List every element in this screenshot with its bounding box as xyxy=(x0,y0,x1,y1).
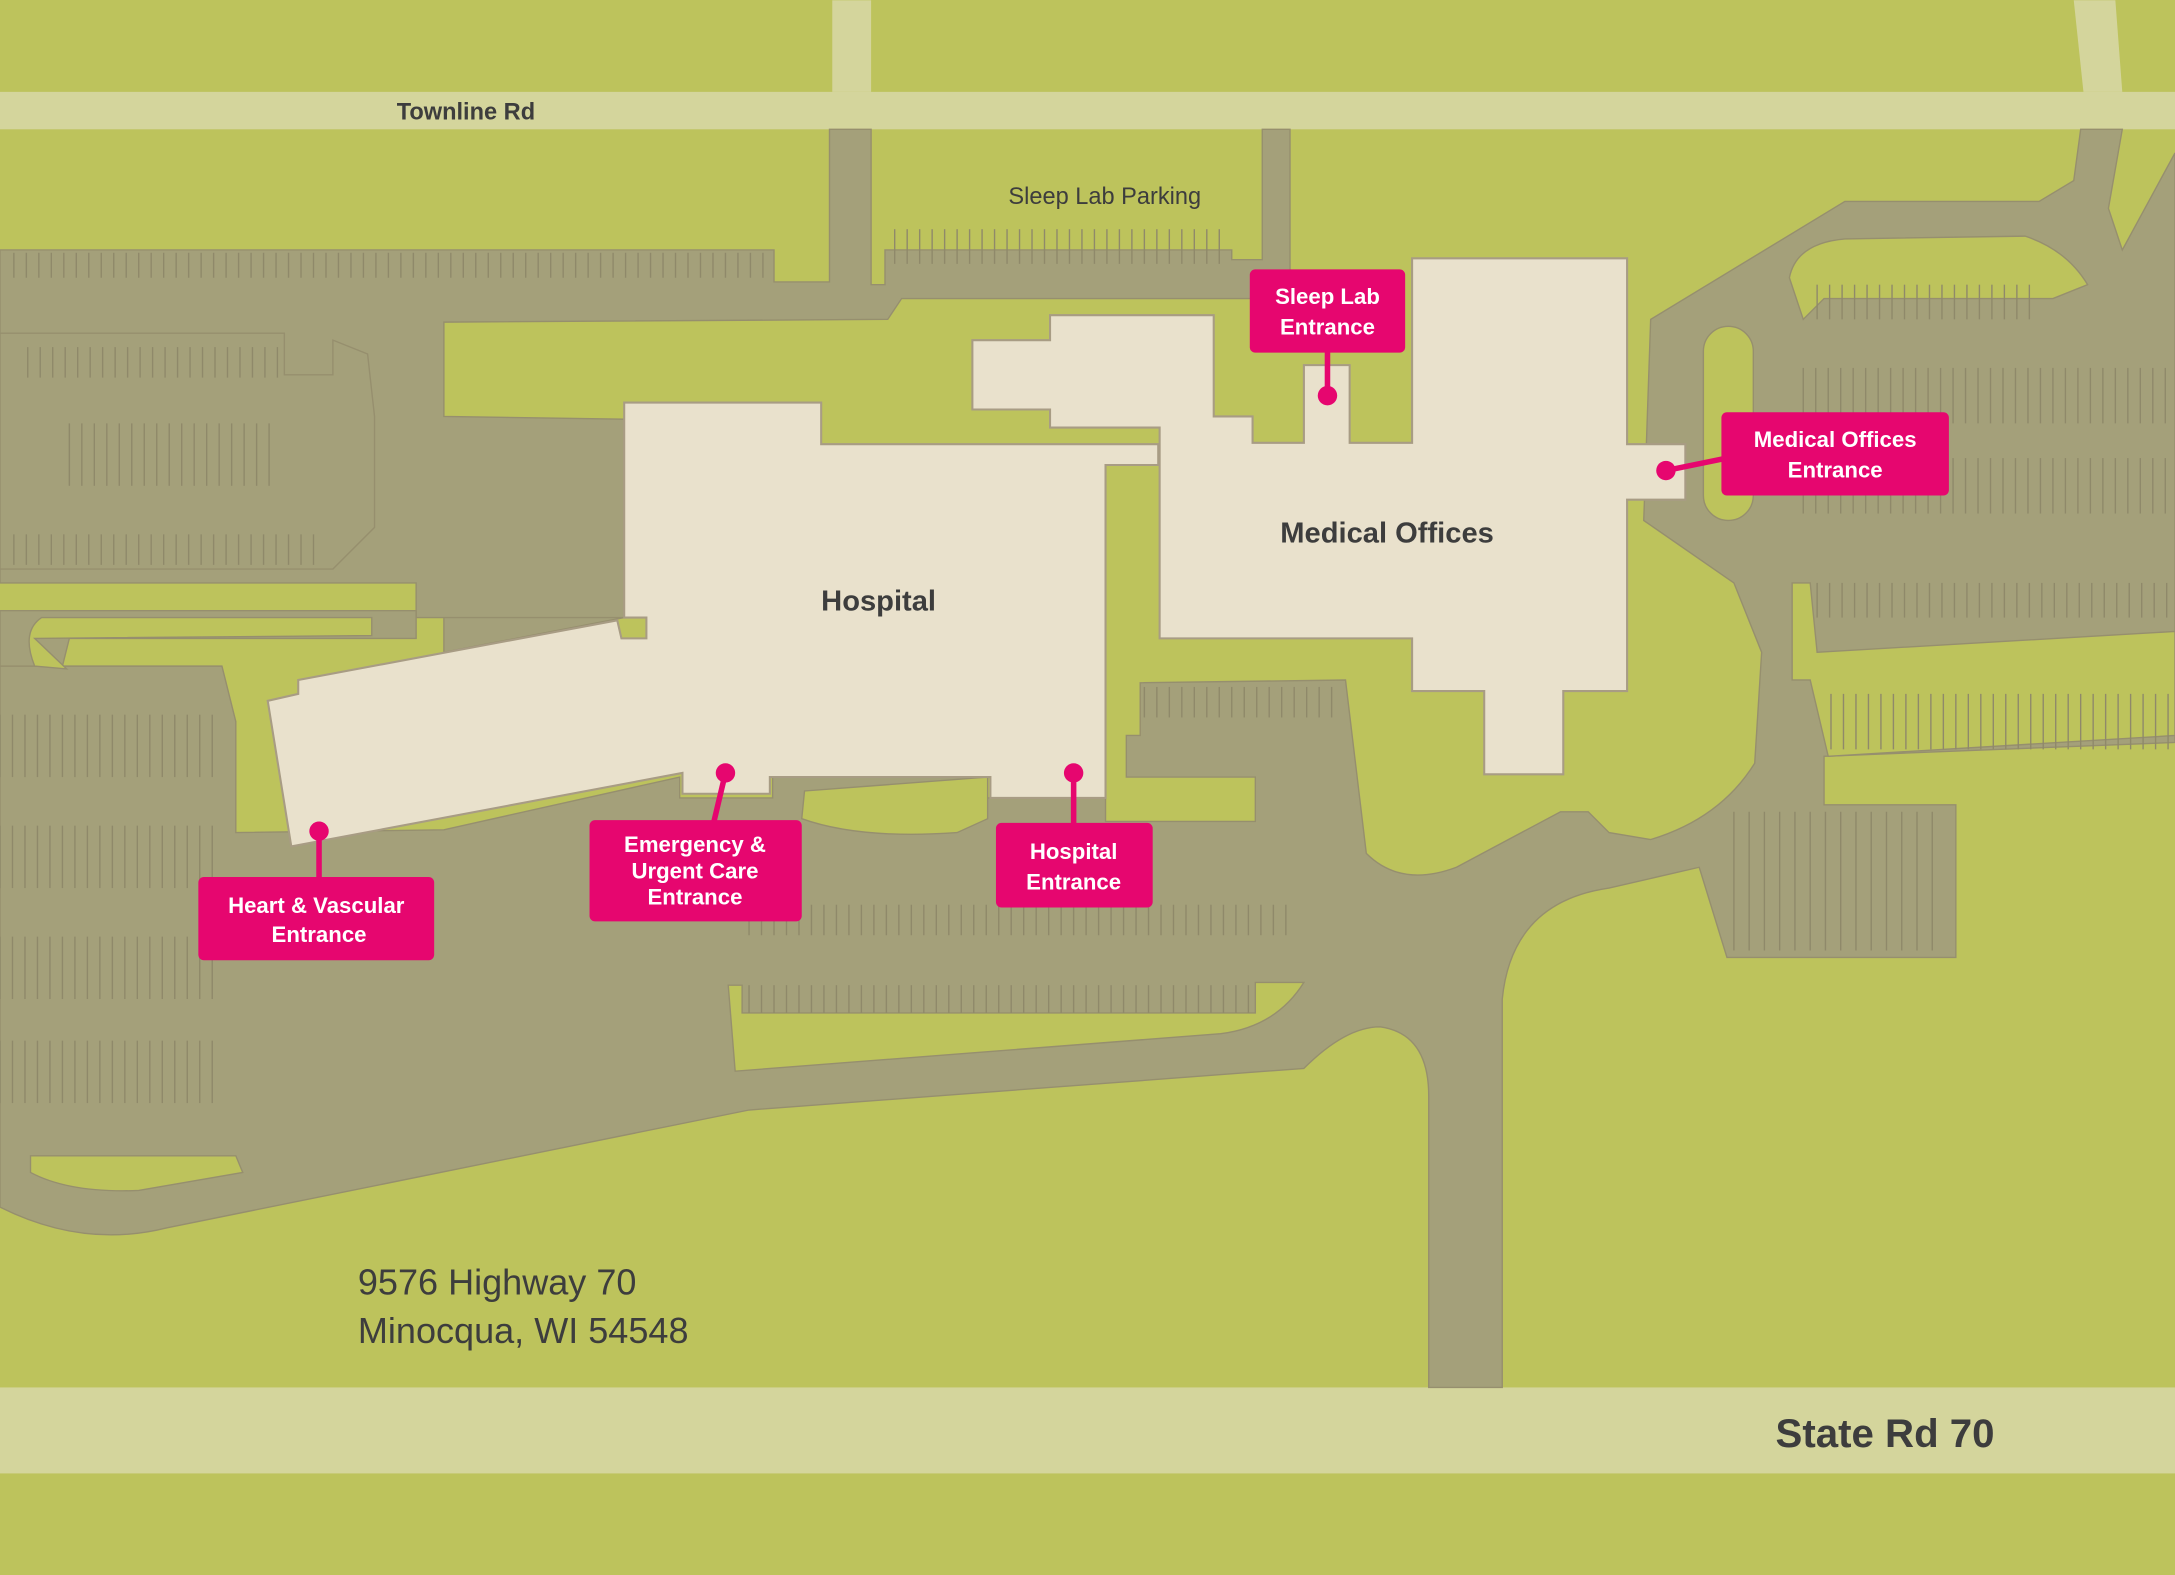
state-road-70 xyxy=(0,1387,2175,1474)
entrance-label: Entrance xyxy=(272,922,367,947)
address-line-1: 9576 Highway 70 xyxy=(358,1261,637,1302)
entrance-label: Entrance xyxy=(1788,457,1883,482)
medical-offices-label: Medical Offices xyxy=(1280,518,1494,550)
entrance-medical-offices[interactable]: Medical Offices Entrance xyxy=(1656,412,1949,496)
townline-road-label: Townline Rd xyxy=(397,99,535,125)
townline-road xyxy=(0,91,2175,130)
parking-areas xyxy=(0,128,2175,1389)
entrance-sleep-lab[interactable]: Sleep Lab Entrance xyxy=(1249,269,1406,406)
entrance-label: Emergency & xyxy=(624,832,766,857)
entrance-label: Medical Offices xyxy=(1754,427,1917,452)
entrance-label: Hospital xyxy=(1030,839,1118,864)
medical-offices-building xyxy=(971,257,1687,776)
parking-stalls xyxy=(0,229,2169,1104)
address-line-2: Minocqua, WI 54548 xyxy=(358,1310,689,1351)
entrance-label: Entrance xyxy=(647,885,742,910)
hospital-label: Hospital xyxy=(821,586,936,618)
entrance-emergency[interactable]: Emergency & Urgent Care Entrance xyxy=(589,763,802,922)
grass-islands xyxy=(28,235,2175,1192)
entrance-label: Entrance xyxy=(1280,315,1375,340)
entrance-label: Entrance xyxy=(1026,869,1121,894)
entrance-heart-vascular[interactable]: Heart & Vascular Entrance xyxy=(198,821,435,961)
state-road-label: State Rd 70 xyxy=(1776,1411,1995,1456)
entrance-label: Sleep Lab xyxy=(1275,284,1380,309)
entrance-label: Heart & Vascular xyxy=(228,893,405,918)
hospital-building xyxy=(266,401,1160,848)
entrance-hospital[interactable]: Hospital Entrance xyxy=(995,763,1153,908)
entrance-label: Urgent Care xyxy=(631,858,758,883)
sleep-lab-parking-label: Sleep Lab Parking xyxy=(1008,183,1201,209)
